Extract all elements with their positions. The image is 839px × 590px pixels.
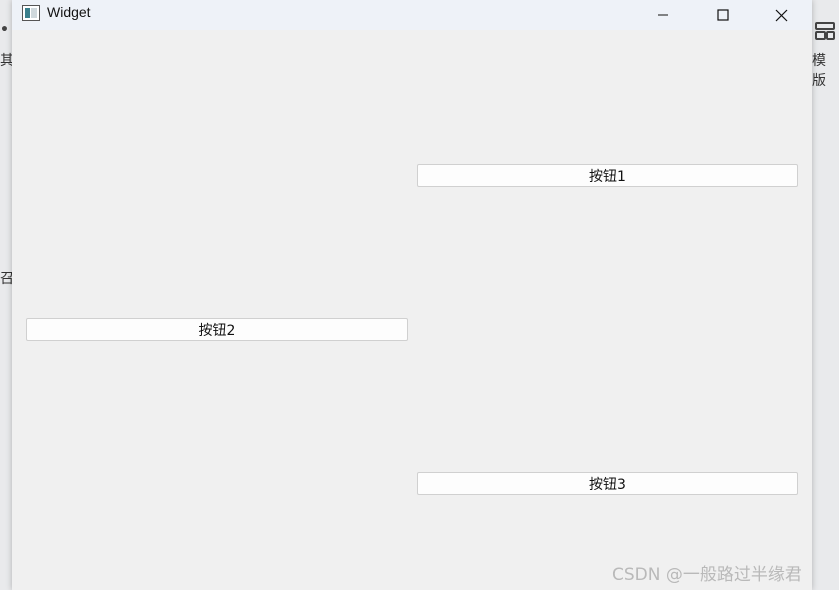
widget-window: Widget 按钮1 按钮2 按钮3 xyxy=(12,0,812,590)
button-3[interactable]: 按钮3 xyxy=(417,472,798,495)
close-icon xyxy=(775,9,787,21)
button-1[interactable]: 按钮1 xyxy=(417,164,798,187)
button-2[interactable]: 按钮2 xyxy=(26,318,408,341)
layout-icon xyxy=(815,22,835,40)
maximize-icon xyxy=(717,9,729,21)
window-title: Widget xyxy=(47,4,91,20)
background-text-fragment: 其 xyxy=(0,53,14,69)
maximize-button[interactable] xyxy=(700,0,746,30)
background-text-fragment: 召 xyxy=(0,271,14,287)
background-template-label: 模版 xyxy=(812,53,826,89)
minimize-button[interactable] xyxy=(640,0,686,30)
title-bar[interactable]: Widget xyxy=(12,0,812,30)
minimize-icon xyxy=(658,14,668,16)
csdn-watermark: CSDN @一般路过半缘君 xyxy=(612,565,802,585)
close-button[interactable] xyxy=(758,0,804,30)
app-window-icon xyxy=(22,5,40,21)
